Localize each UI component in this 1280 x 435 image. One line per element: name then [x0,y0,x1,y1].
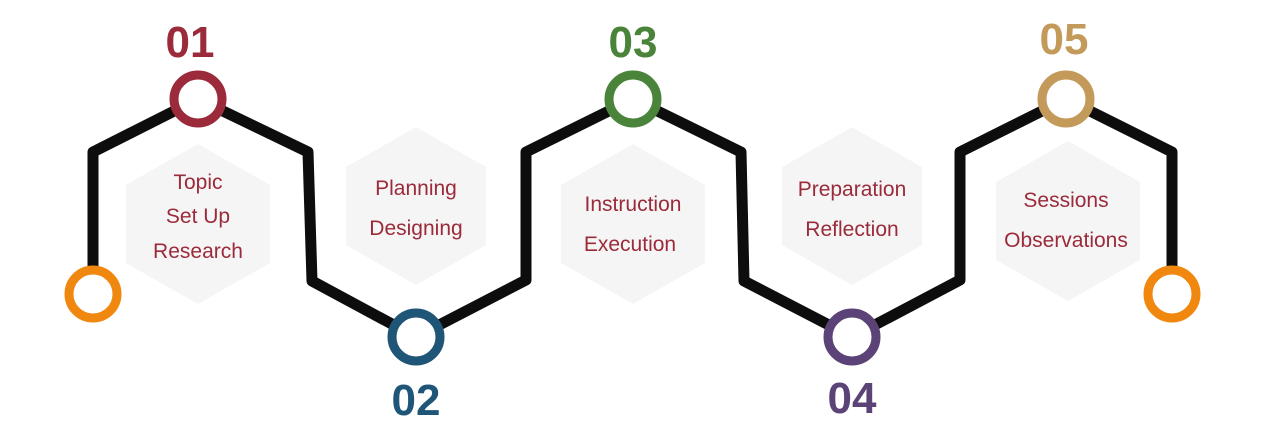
step-4-label-line: Reflection [805,218,898,241]
step-2-number: 02 [392,376,441,425]
step-2-node [387,308,445,366]
step-4-label-line: Preparation [798,178,907,201]
step-3-hexagon [561,144,705,304]
step-4-node [823,308,881,366]
step-4-number: 04 [828,374,877,423]
step-2-label-line: Designing [369,217,462,240]
step-2-hexagon [346,127,486,285]
step-5-number: 05 [1040,15,1089,64]
step-1-node [169,70,227,128]
step-5-label-line: Observations [1004,229,1128,252]
start-endpoint-circle [64,265,122,323]
step-3-label-line: Execution [584,233,676,256]
step-3-label-line: Instruction [585,193,682,216]
step-3-label: Instruction Execution [584,193,682,256]
step-1-label: Topic Set Up Research [153,171,243,263]
step-4-hexagon [782,127,922,285]
step-3-number: 03 [609,18,658,67]
step-1-label-line: Set Up [166,205,230,228]
step-5-label: Sessions Observations [1004,189,1128,252]
step-1-number: 01 [166,18,215,67]
step-1-label-line: Topic [173,171,222,194]
step-2-label: Planning Designing [369,177,462,240]
step-5-node [1037,70,1095,128]
step-3-node [604,70,662,128]
end-endpoint-circle [1143,265,1201,323]
step-4-label: Preparation Reflection [798,178,907,241]
step-2-label-line: Planning [375,177,457,200]
step-5-label-line: Sessions [1023,189,1108,212]
step-5-hexagon [996,141,1140,301]
step-1-label-line: Research [153,240,243,263]
step-1-hexagon [126,144,270,304]
hexagon-backgrounds [126,127,1140,304]
